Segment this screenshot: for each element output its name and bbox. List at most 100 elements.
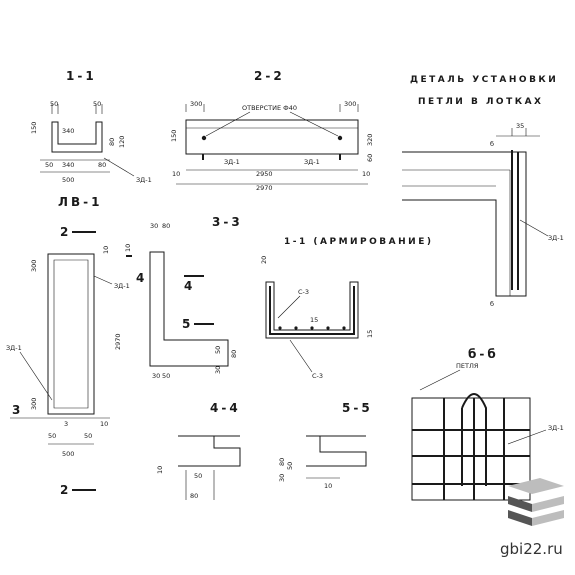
ext-lines-4-4: [185, 470, 215, 500]
dim-120: 120: [118, 136, 126, 148]
section-6-6: б-б ПЕТЛЯ ЗД-1: [411, 347, 564, 501]
label-zd1-plan-top: ЗД-1: [114, 282, 130, 290]
dim-30-33: 30: [214, 366, 222, 374]
opening-left-icon: [201, 135, 207, 141]
dim-50-left: 50: [50, 100, 58, 108]
extension-lines: [51, 104, 103, 114]
dim-lines-plan: [10, 417, 110, 445]
logo-layer-bottom-light-icon: [532, 510, 564, 526]
cut-mark-5-label: 5: [182, 317, 193, 331]
dim-lines-1-1: [40, 159, 110, 173]
detail-6-6-outline: [411, 397, 531, 501]
plan-outline: [47, 253, 95, 415]
bar-5: [342, 326, 346, 330]
mark-6-top: б: [490, 140, 494, 148]
cut-mark-3-left: 3: [12, 403, 23, 417]
dim-10-right: 10: [362, 170, 370, 178]
profile-4-4: [178, 435, 241, 467]
bar-1: [278, 326, 282, 330]
dim-10-plan-bottom: 10: [100, 420, 108, 428]
dim-300-left: 300: [190, 100, 202, 108]
leader-zd1-66: [507, 429, 547, 445]
dim-80-bottom: 80: [98, 161, 106, 169]
dim-340-bottom: 340: [62, 161, 74, 169]
mesh-vertical: [443, 398, 505, 500]
dim-30-top: 30: [150, 222, 158, 230]
bar-3: [310, 326, 314, 330]
dim-10-44: 10: [156, 466, 164, 474]
embedded-parts: [202, 154, 341, 160]
section-1-1-reinforcement: 1-1 (АРМИРОВАНИЕ) С-3 С-3 20 15 15: [260, 237, 431, 380]
label-zd1-plan-bottom: ЗД-1: [6, 344, 22, 352]
label-s3-bottom: С-3: [312, 372, 323, 380]
detail-title-line1: ДЕТАЛЬ УСТАНОВКИ: [410, 75, 558, 85]
dim-50-right: 50: [93, 100, 101, 108]
section-3-3-label: 3-3: [212, 215, 243, 229]
dim-30-bottom: 30: [152, 372, 160, 380]
dim-80-33: 80: [230, 350, 238, 358]
dim-50-33: 50: [214, 346, 222, 354]
dim-10-plan: 10: [102, 246, 110, 254]
dim-50-bottom-33: 50: [162, 372, 170, 380]
dim-500-plan: 500: [62, 450, 74, 458]
bar-4: [326, 326, 330, 330]
label-zd1-detail: ЗД-1: [548, 234, 564, 242]
dim-15-side: 15: [366, 330, 374, 338]
opening-right-icon: [337, 135, 343, 141]
dim-80-top: 80: [162, 222, 170, 230]
dim-2950: 2950: [256, 170, 273, 178]
watermark: gbi22.ru: [500, 540, 563, 558]
leader-zd1-detail: [519, 219, 549, 237]
leader-zd1-plan-bottom: [19, 351, 53, 401]
section-4-4-label: 4-4: [210, 401, 241, 415]
section-5-5-label: 5-5: [342, 401, 373, 415]
plan-inner: [53, 259, 89, 409]
dim-300-plan-top: 300: [30, 260, 38, 272]
mark-6-bottom: б: [490, 300, 494, 308]
mesh-horizontal: [412, 429, 530, 485]
section-1-1-label: 1-1: [66, 69, 97, 83]
cut-mark-3-center: 3: [64, 420, 68, 428]
leader-zd1: [103, 157, 135, 177]
logo-layer-top-icon: [508, 478, 564, 494]
dim-30-55: 30: [278, 474, 286, 482]
section-6-6-label: б-б: [468, 347, 499, 361]
dim-320: 320: [366, 134, 374, 146]
dim-50-55: 50: [286, 462, 294, 470]
leader-loop: [419, 369, 461, 391]
trough-corner: [402, 151, 527, 297]
logo-layer-mid-light-icon: [532, 496, 564, 512]
dim-50-plan-right: 50: [84, 432, 92, 440]
dim-10-33: 10: [124, 244, 132, 252]
leader-zd1-plan-top: [93, 275, 113, 285]
slab-elevation: [185, 119, 359, 155]
label-zd1-2-2-left: ЗД-1: [224, 158, 240, 166]
section-3-3: 3-3 30 80 4 5 50 80 30 30 50 4 10: [124, 215, 243, 380]
corner-inner-lines: [402, 169, 511, 296]
dim-50-plan-left: 50: [48, 432, 56, 440]
label-opening: ОТВЕРСТИЕ Ф40: [242, 104, 297, 112]
dim-150-2-2: 150: [170, 130, 178, 142]
logo: [508, 478, 564, 526]
label-zd1-66: ЗД-1: [548, 424, 564, 432]
section-2-2: 2-2 ОТВЕРСТИЕ Ф40 300 300 150 320 60 ЗД-…: [170, 69, 374, 192]
detail-installation: ДЕТАЛЬ УСТАНОВКИ ПЕТЛИ В ЛОТКАХ 35 б б З…: [402, 75, 564, 308]
bar-2: [294, 326, 298, 330]
section-4-4: 4-4 10 50 80: [156, 401, 241, 500]
dim-35-lines: [496, 128, 540, 137]
dim-10-55: 10: [324, 482, 332, 490]
dim-80-44: 80: [190, 492, 198, 500]
element-lv1-label: ЛВ-1: [58, 195, 102, 209]
label-s3-top: С-3: [298, 288, 309, 296]
l-profile: [149, 251, 229, 367]
plan-lv1: 2 300 300 2970 10 ЗД-1 ЗД-1 3 3 50 50 50…: [6, 225, 130, 497]
dim-35: 35: [516, 122, 524, 130]
dim-50-44: 50: [194, 472, 202, 480]
opening-leaders: [205, 111, 339, 137]
ext-lines-2-2: [185, 104, 359, 112]
logo-layer-mid-icon: [508, 496, 532, 512]
section-5-5: 5-5 80 50 30 10: [278, 401, 373, 490]
cage-s3: [269, 286, 355, 335]
dim-50-bottom: 50: [45, 161, 53, 169]
